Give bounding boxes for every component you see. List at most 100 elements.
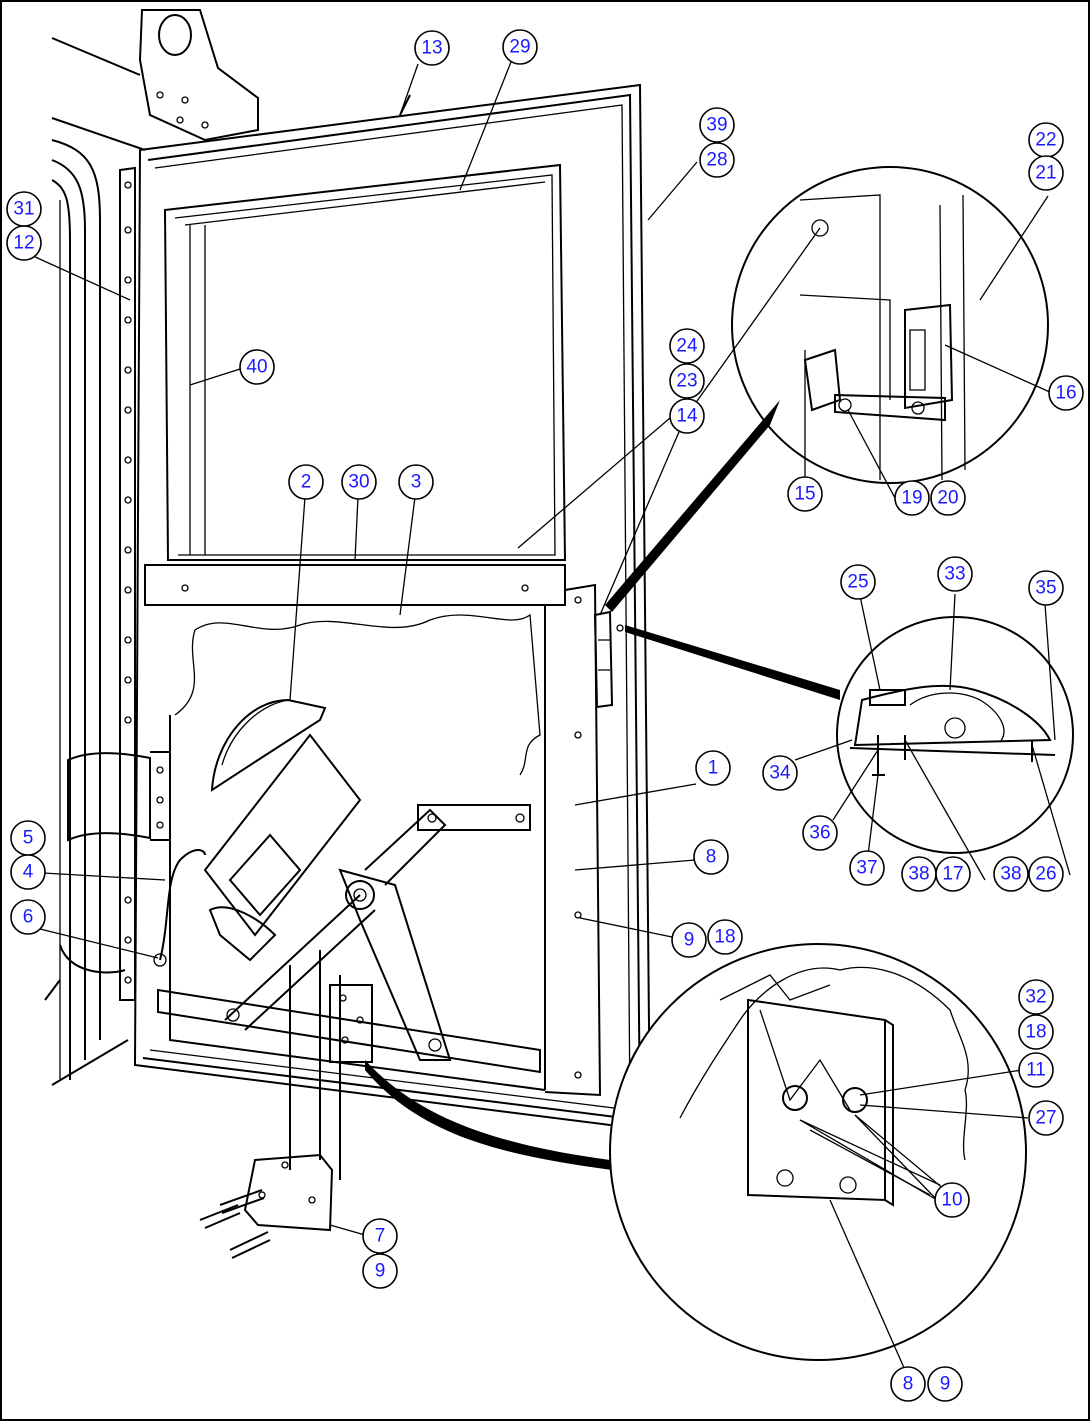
callout-c23: 23 (669, 363, 705, 399)
access-cover (199, 950, 341, 1259)
callout-c31: 31 (6, 191, 42, 227)
callout-label: 3 (411, 472, 422, 493)
callout-c14: 14 (669, 398, 705, 434)
callout-c12: 12 (6, 225, 42, 261)
motor-wiring (44, 849, 206, 1001)
callout-label: 31 (13, 199, 34, 220)
callout-label: 28 (706, 150, 727, 171)
callout-c21: 21 (1028, 155, 1064, 191)
callout-c6: 6 (10, 899, 46, 935)
callout-label: 40 (246, 357, 267, 378)
callout-label: 18 (1025, 1022, 1046, 1043)
callout-label: 32 (1025, 987, 1046, 1008)
callout-label: 20 (937, 488, 958, 509)
callout-label: 15 (794, 484, 815, 505)
callout-label: 8 (903, 1374, 914, 1395)
door-lower-panel (144, 564, 602, 1097)
cab-body (51, 37, 146, 1086)
detail-view-upper (731, 166, 1049, 484)
callout-label: 39 (706, 115, 727, 136)
callout-label: 35 (1035, 578, 1056, 599)
callout-label: 10 (941, 1190, 962, 1211)
callout-c36: 36 (802, 815, 838, 851)
callout-c38a: 38 (901, 856, 937, 892)
callout-c30: 30 (341, 464, 377, 500)
callout-label: 13 (421, 38, 442, 59)
callout-label: 9 (684, 930, 695, 951)
callout-c37: 37 (849, 850, 885, 886)
callout-c26: 26 (1028, 856, 1064, 892)
callout-label: 33 (944, 564, 965, 585)
callout-label: 23 (676, 371, 697, 392)
leader-lines (32, 61, 1071, 1371)
callout-label: 19 (901, 488, 922, 509)
callout-label: 37 (856, 858, 877, 879)
callout-label: 7 (375, 1226, 386, 1247)
callout-c5: 5 (10, 820, 46, 856)
callout-c9b: 9 (362, 1253, 398, 1289)
callout-c8a: 8 (693, 839, 729, 875)
callout-c29: 29 (502, 29, 538, 65)
callout-c34: 34 (762, 755, 798, 791)
window-regulator (157, 698, 541, 1074)
callout-label: 27 (1035, 1108, 1056, 1129)
callout-label: 4 (23, 862, 34, 883)
callout-label: 12 (13, 233, 34, 254)
callout-c39: 39 (699, 107, 735, 143)
callout-c17: 17 (935, 856, 971, 892)
door-frame (133, 83, 652, 1132)
callout-label: 17 (942, 864, 963, 885)
callout-c13: 13 (414, 30, 450, 66)
callout-label: 1 (708, 758, 719, 779)
callout-label: 30 (348, 472, 369, 493)
callout-c18b: 18 (1018, 1014, 1054, 1050)
callout-c35: 35 (1028, 570, 1064, 606)
callout-c16: 16 (1048, 375, 1084, 411)
detail-view-middle (836, 616, 1074, 854)
callout-c25: 25 (840, 564, 876, 600)
callout-label: 6 (23, 907, 34, 928)
callout-c4: 4 (10, 854, 46, 890)
callout-c32: 32 (1018, 979, 1054, 1015)
callout-label: 8 (706, 847, 717, 868)
callout-c9c: 9 (927, 1366, 963, 1402)
callout-label: 18 (714, 927, 735, 948)
callout-c38b: 38 (993, 856, 1029, 892)
callout-label: 38 (1000, 864, 1021, 885)
callout-label: 26 (1035, 864, 1056, 885)
hinge-strip (119, 166, 136, 1001)
detail-view-lower (609, 943, 1027, 1361)
callout-label: 29 (509, 37, 530, 58)
detail-pointer-upper (605, 400, 780, 612)
detail-pointer-middle (625, 625, 840, 700)
callout-label: 24 (676, 336, 698, 357)
callout-c24: 24 (669, 328, 705, 364)
callout-c1: 1 (695, 750, 731, 786)
callout-c3: 3 (398, 464, 434, 500)
callout-label: 34 (769, 763, 791, 784)
callout-label: 9 (375, 1261, 386, 1282)
callout-c19: 19 (894, 480, 930, 516)
callout-label: 5 (23, 828, 34, 849)
callout-label: 2 (301, 472, 312, 493)
callout-c22: 22 (1028, 122, 1064, 158)
callout-label: 11 (1026, 1060, 1046, 1081)
callout-label: 38 (908, 864, 929, 885)
callout-c15: 15 (787, 476, 823, 512)
callout-c7: 7 (362, 1218, 398, 1254)
callout-label: 16 (1055, 383, 1076, 404)
lift-bracket (138, 9, 259, 142)
callout-label: 22 (1035, 130, 1056, 151)
callout-c18a: 18 (707, 919, 743, 955)
callout-label: 9 (940, 1374, 951, 1395)
callout-label: 14 (676, 406, 698, 427)
window-glass (163, 163, 567, 561)
callout-c40: 40 (239, 349, 275, 385)
callout-c28: 28 (699, 142, 735, 178)
callout-label: 25 (847, 572, 868, 593)
callout-c11: 11 (1018, 1052, 1054, 1088)
callout-c10: 10 (934, 1182, 970, 1218)
detail-pointer-lower (365, 1060, 612, 1170)
